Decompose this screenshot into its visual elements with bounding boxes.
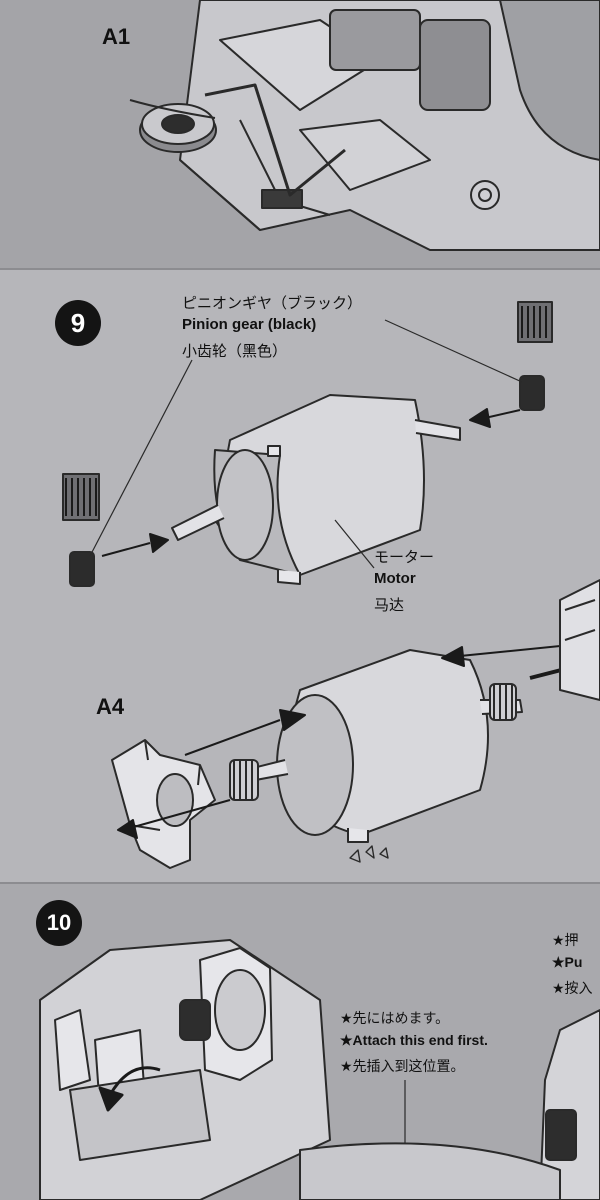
leader-line xyxy=(89,319,523,569)
divider xyxy=(0,882,600,884)
pinion-gear-icon xyxy=(229,683,517,801)
note-jp: ★先にはめます。 xyxy=(340,1011,450,1027)
motor-icon xyxy=(171,394,461,585)
chassis-icon xyxy=(299,1009,600,1200)
pinion-label-jp: ピニオンギヤ（ブラック） xyxy=(182,294,363,312)
pinion-label-cn: 小齿轮（黑色） xyxy=(182,342,288,360)
motor-label-cn: 马达 xyxy=(374,596,405,614)
note-cn: ★先插入到这位置。 xyxy=(340,1059,465,1075)
a1-part-icon xyxy=(129,99,217,153)
motor-holder-icon xyxy=(179,947,273,1081)
hex-wrench-icon xyxy=(204,83,346,197)
note-en: ★Attach this end first. xyxy=(340,1032,488,1048)
step-number-9: 9 xyxy=(55,300,101,346)
pinion-gear-icon xyxy=(62,301,553,587)
guide-marks xyxy=(349,845,389,863)
part-label-a1: A1 xyxy=(102,24,131,49)
side-note-en: ★Pu xyxy=(552,954,583,970)
chassis-icon xyxy=(179,0,600,251)
pinion-label-en: Pinion gear (black) xyxy=(182,316,317,333)
motor-holder-icon xyxy=(111,739,216,869)
part-label-a4: A4 xyxy=(96,694,125,719)
motor-label-jp: モーター xyxy=(374,548,435,566)
divider xyxy=(0,268,600,270)
arrow-icon xyxy=(98,1066,161,1112)
chassis-icon xyxy=(39,939,331,1200)
arrow-icon xyxy=(101,408,521,557)
chassis-icon xyxy=(559,579,600,701)
motor-icon xyxy=(244,649,523,843)
side-note-cn: ★按入 xyxy=(552,981,593,997)
motor-label-en: Motor xyxy=(374,570,416,587)
step-number-10: 10 xyxy=(36,900,82,946)
side-note-jp: ★押 xyxy=(552,933,579,949)
